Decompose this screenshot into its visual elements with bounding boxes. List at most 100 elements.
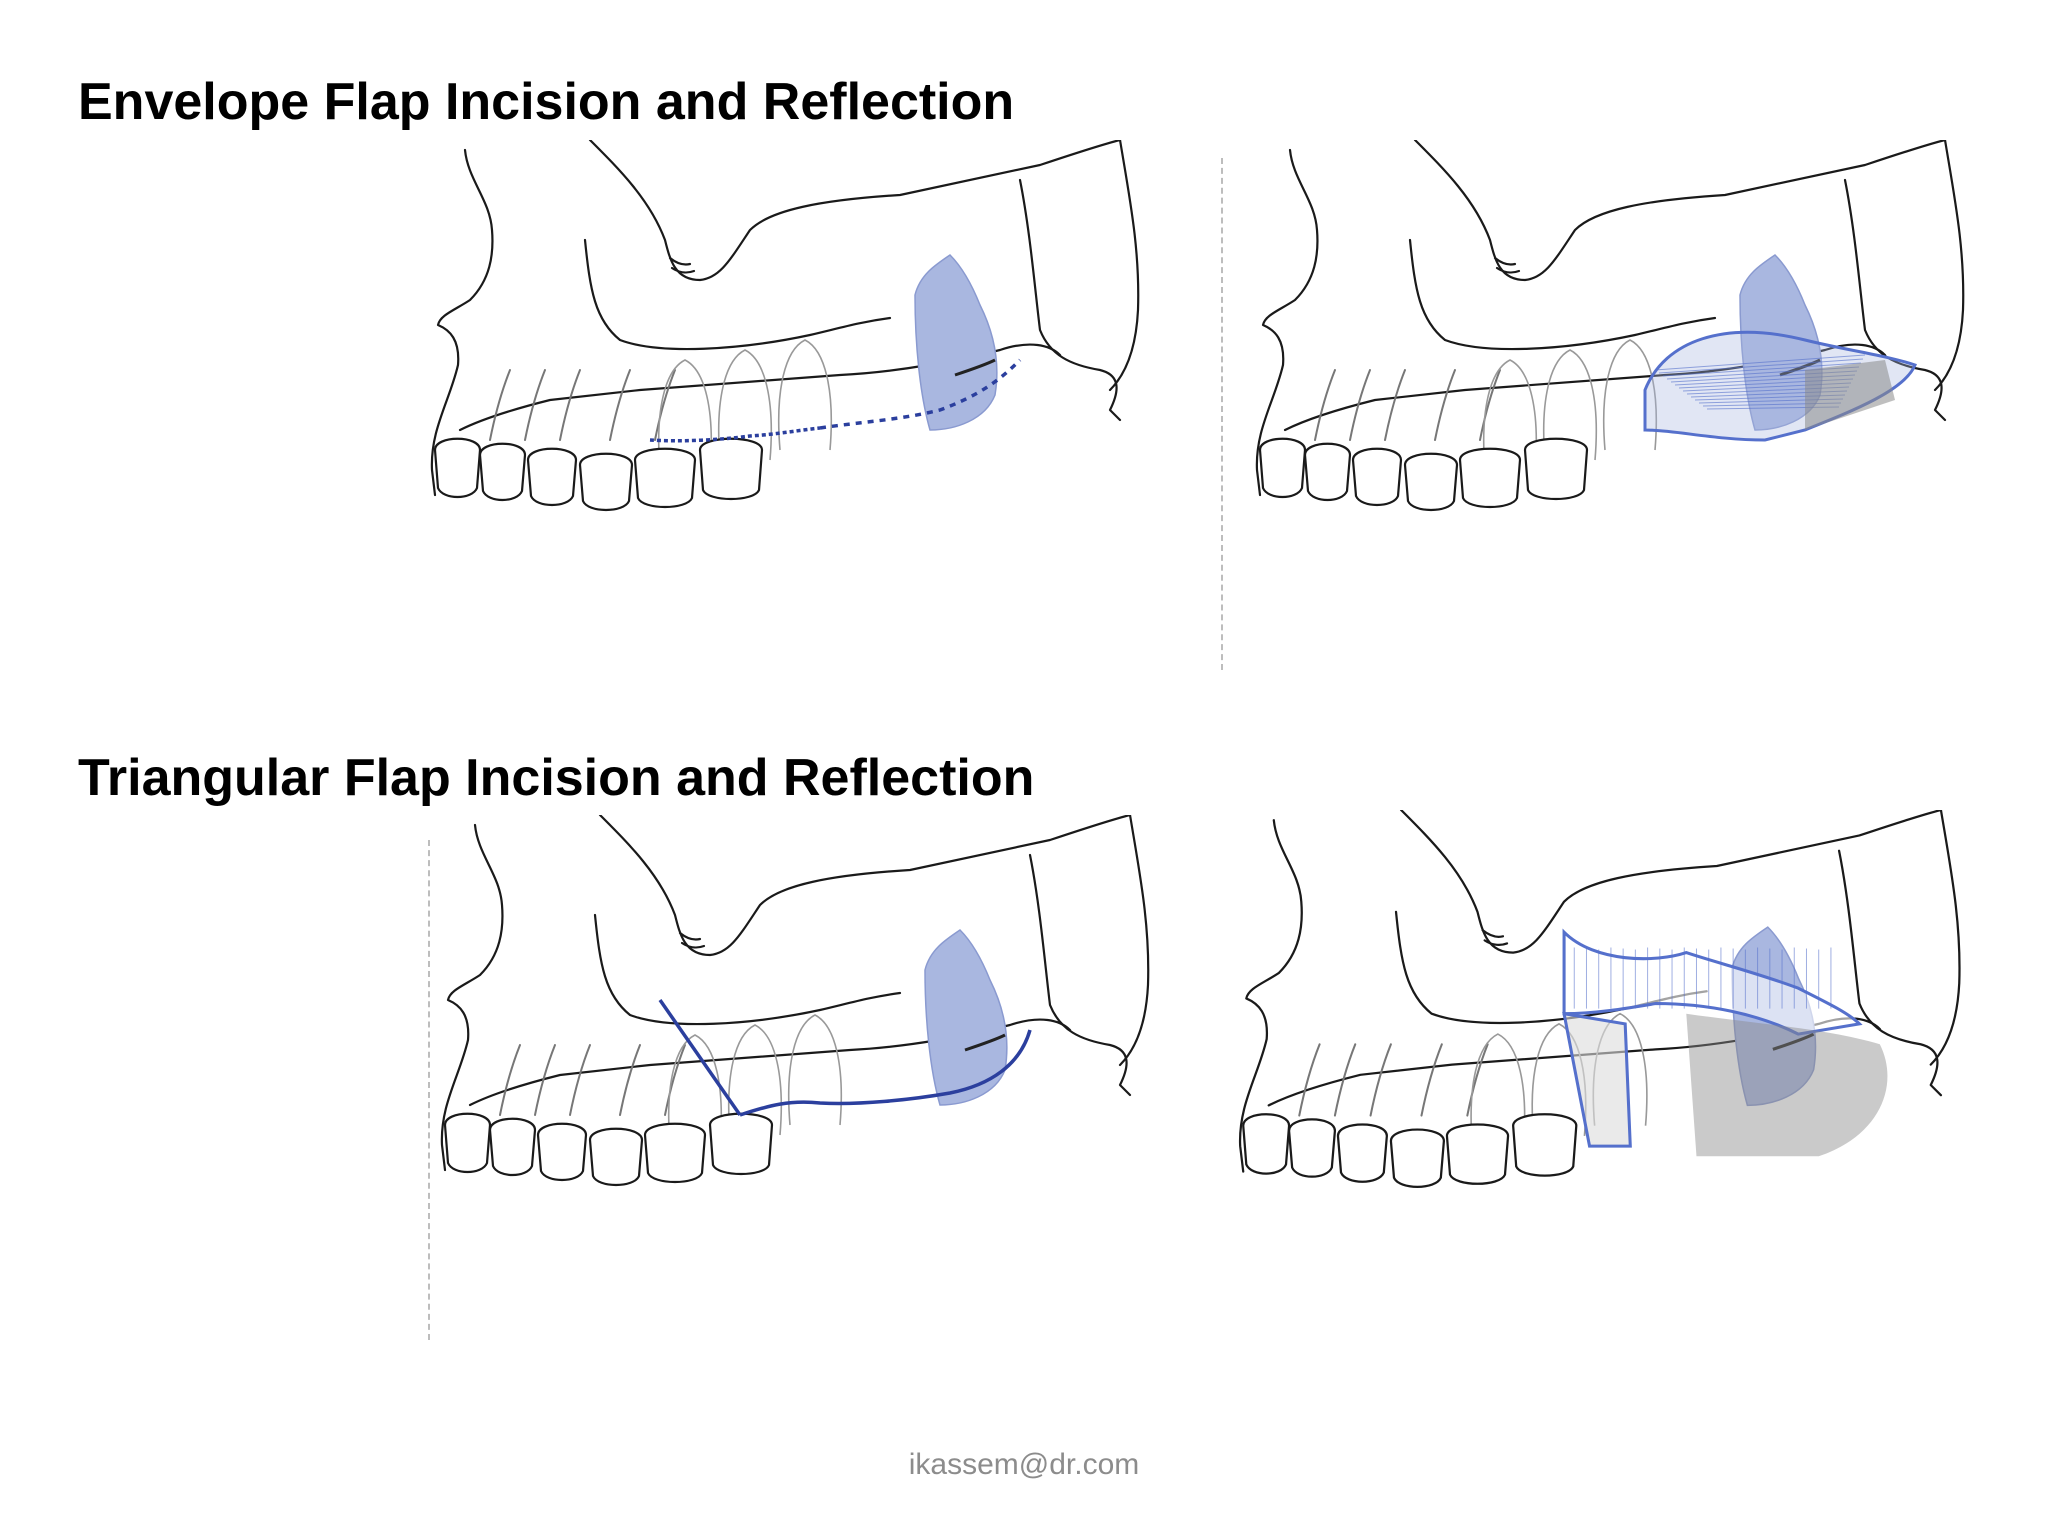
tooth-crown [1303,442,1352,502]
sinus-floor [1408,238,1717,351]
zygomatic-upper-contour [1413,140,1947,282]
premolar-root [667,1034,723,1146]
maxilla-outline [440,815,1150,1187]
zygomatic-buttress [1018,178,1122,422]
incision-line [658,999,1032,1117]
zygomatic-upper-contour [598,815,1132,957]
molar-tooth [924,929,1008,1106]
impacted-third-molar [914,254,998,431]
tooth-crown [1351,447,1403,507]
tooth-crown [1242,1113,1291,1175]
tooth-root [1349,369,1371,441]
premolar-root [657,359,713,471]
tooth-crown [443,1112,492,1174]
nasal-notch [1493,256,1521,274]
tooth-crown [1523,437,1589,500]
nasal-notch [1481,929,1509,946]
exposed-bone-shadow [1686,1013,1888,1157]
tooth-root [609,369,631,441]
molar-occlusal-line [964,1033,1006,1052]
tooth-crown [1389,1128,1446,1188]
posterior-border [1929,810,1961,1066]
distal-extension [819,358,1022,430]
tooth-root [1369,1043,1392,1117]
tooth-crown [1258,437,1307,499]
tooth-root [654,369,676,441]
incision-line [649,358,1022,443]
premolar-root [787,1014,843,1126]
premolar-root [777,339,833,451]
posterior-border [1108,140,1140,392]
tooth-crown [433,437,482,499]
maxilla-outline [1239,810,1961,1188]
alveolar-ridge [458,343,1062,432]
tooth-root [1434,369,1456,441]
flap-hatch [1658,358,1864,374]
tooth-root [664,1044,686,1116]
tooth-root [1314,369,1336,441]
reflected-flap [1643,330,1917,442]
triangular-reflection-figure [1239,810,1961,1188]
posterior-border [1933,140,1965,392]
nasal-notch [668,256,696,274]
envelope-reflection-figure [1255,140,1965,512]
footer-email: ikassem@dr.com [908,1448,1140,1481]
tooth-root [524,369,546,441]
zygomatic-upper-contour [1399,810,1943,954]
nasal-notch [678,931,706,949]
gingival-incision [649,426,821,443]
triangular-incision-illustration [430,815,1190,1355]
envelope-incision-illustration [420,140,1180,680]
premolar-root [1470,1033,1526,1147]
tooth-crown [588,1127,644,1187]
impacted-third-molar [924,929,1008,1106]
molar-tooth [914,254,998,431]
tooth-crown [1336,1123,1388,1183]
maxilla-outline [1255,140,1965,512]
tooth-root [1466,1043,1489,1117]
zygomatic-upper-contour [588,140,1122,282]
tooth-crown [478,442,527,502]
tooth-crown [578,452,634,512]
premolar-root [727,1024,783,1136]
tooth-root [499,1044,521,1116]
panel-divider-bottom [428,840,430,1340]
tooth-root [1333,1043,1357,1117]
tooth-crown [698,437,764,500]
tooth-crown [643,1122,707,1183]
exposed-bone-shadow [1805,360,1895,430]
tooth-root [534,1044,556,1116]
tooth-crown [1403,452,1459,512]
tooth-root [1384,369,1406,441]
tooth-crown [1287,1118,1337,1178]
tooth-crown [488,1117,537,1177]
molar-occlusal-line [1779,358,1821,377]
tooth-crown [526,447,578,507]
envelope-flap-heading: Envelope Flap Incision and Reflection [78,73,1015,131]
tooth-root [489,369,511,441]
flap-hatch [1654,354,1866,371]
tooth-root [619,1044,641,1116]
reflected-mucoperiosteum [1562,1011,1632,1148]
tooth-root [569,1044,591,1116]
anterior-profile [1239,819,1303,1173]
triangular-incision-figure [440,815,1150,1187]
anterior-profile [440,823,504,1172]
maxilla-outline [430,140,1140,512]
anterior-profile [1255,148,1319,497]
tooth-crown [708,1112,774,1175]
premolar-root [1602,339,1658,451]
tooth-root [1479,369,1501,441]
sulcular-incision [739,1029,1032,1117]
triangular-reflection-illustration [1205,810,2025,1360]
molar-occlusal-line [1772,1032,1815,1051]
reflected-flap [1562,928,1888,1157]
posterior-border [1118,815,1150,1067]
premolar-root [1542,349,1598,461]
tooth-crown [1512,1113,1578,1177]
flap-hatch [1662,362,1862,377]
triangular-flap-heading: Triangular Flap Incision and Reflection [78,749,1035,807]
tooth-root [559,369,581,441]
tooth-root [1420,1043,1443,1117]
